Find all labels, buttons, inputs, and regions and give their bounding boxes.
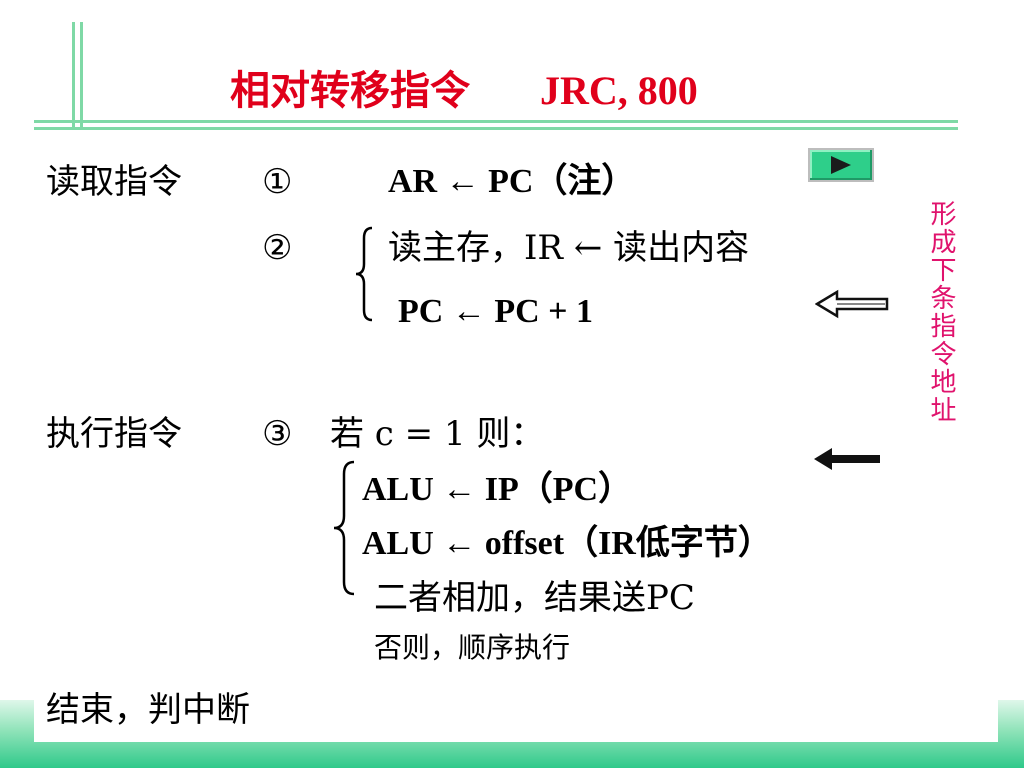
step2-line2: PC ← PC + 1 [398,293,594,330]
frame-vertical-line-left [72,22,75,144]
else-text: 否则，顺序执行 [374,631,571,664]
fetch-label: 读取指令 [46,162,182,202]
frame-horizontal-line-bottom [34,127,958,130]
frame-horizontal-line-top [34,120,958,123]
execute-line2: ALU ← offset（IR低字节） [362,525,772,562]
side-note-vertical: 形成下条指令地址 [926,200,956,424]
arrow-left-solid-icon [814,448,880,470]
step3-text: 若 c = 1 则： [330,414,545,454]
step3-brace [333,460,355,596]
next-slide-button[interactable] [808,148,874,182]
play-icon [831,156,851,174]
step1-text: AR ← PC（注） [388,163,636,200]
step3-marker: ③ [262,414,293,454]
slide-title: 相对转移指令 JRC, 800 [230,58,698,116]
step2-marker: ② [262,228,293,268]
slide-title-main: 相对转移指令 [230,67,470,114]
step2-brace [355,226,373,322]
execute-label: 执行指令 [46,414,182,454]
step2-line1: 读主存，IR ← 读出内容 [388,228,750,268]
content-panel [34,130,998,742]
arrow-left-outline-icon [815,289,889,319]
frame-vertical-line-right [80,22,83,144]
execute-line3: 二者相加，结果送PC [374,578,695,618]
step1-marker: ① [262,162,293,202]
slide-title-code: JRC, 800 [540,68,698,113]
end-label: 结束，判中断 [46,690,250,730]
execute-line1: ALU ← IP（PC） [362,471,633,508]
